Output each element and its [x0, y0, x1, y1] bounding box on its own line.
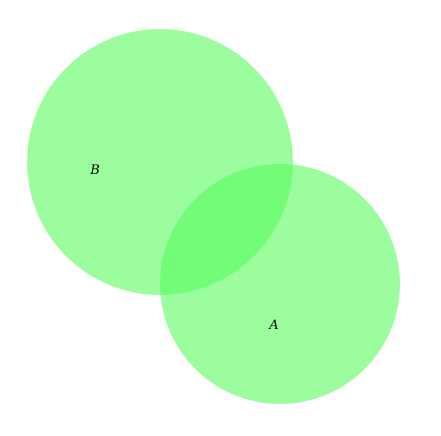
set-b-label: B	[89, 163, 100, 178]
set-a-label: A	[268, 318, 278, 333]
